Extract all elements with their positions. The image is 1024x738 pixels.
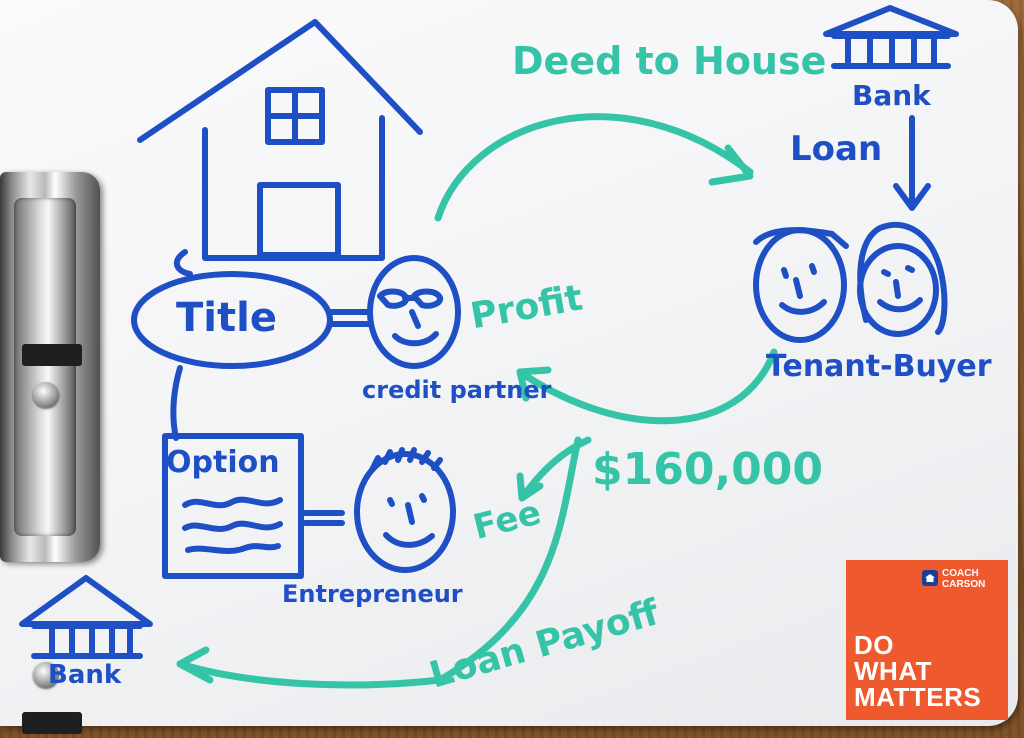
equals-sign xyxy=(302,510,345,526)
badge-slogan-line: WHAT xyxy=(854,656,933,686)
arrow-icon xyxy=(176,646,214,684)
title-oval xyxy=(131,271,333,369)
rivet-icon xyxy=(33,662,59,688)
arrow-icon xyxy=(516,472,544,502)
badge-slogan-line: MATTERS xyxy=(854,682,982,712)
label-entrepreneur: Entrepreneur xyxy=(282,580,463,608)
profit-arrow xyxy=(516,348,778,425)
loan-payoff-arrow xyxy=(176,436,582,689)
label-amount: $160,000 xyxy=(592,444,824,495)
badge-logo-text: COACH CARSON xyxy=(942,568,986,590)
label-bank-top: Bank xyxy=(852,79,931,112)
label-option: Option xyxy=(166,445,280,480)
label-bank-bottom: Bank xyxy=(48,660,122,690)
connector-line xyxy=(170,365,183,441)
label-credit-partner: credit partner xyxy=(362,376,552,404)
tenant-buyer-faces-icon xyxy=(753,221,948,343)
bank-icon xyxy=(19,575,153,659)
deed-arrow xyxy=(434,113,754,222)
label-deed: Deed to House xyxy=(512,39,827,83)
arrow-icon xyxy=(708,144,754,186)
label-loan: Loan xyxy=(790,129,883,169)
arrow-icon xyxy=(516,366,552,402)
home-logo-icon xyxy=(922,570,938,586)
clip-end-cap xyxy=(22,344,82,366)
bank-icon xyxy=(823,5,959,69)
arrow-icon xyxy=(893,115,931,211)
rivet-icon xyxy=(33,382,59,408)
coach-carson-badge: COACH CARSON DO WHAT MATTERS xyxy=(846,560,1008,720)
label-title: Title xyxy=(176,295,277,341)
clip-end-cap xyxy=(22,712,82,734)
clip-plate xyxy=(14,198,76,536)
credit-partner-face-icon xyxy=(367,255,461,369)
connector-line xyxy=(173,249,193,277)
entrepreneur-face-icon xyxy=(354,447,456,573)
document-icon xyxy=(162,433,304,579)
badge-slogan-line: DO xyxy=(854,630,894,660)
clipboard-clip xyxy=(0,172,100,734)
label-tenant-buyer: Tenant-Buyer xyxy=(766,349,992,384)
equals-sign xyxy=(329,309,373,327)
house-icon xyxy=(137,19,423,261)
